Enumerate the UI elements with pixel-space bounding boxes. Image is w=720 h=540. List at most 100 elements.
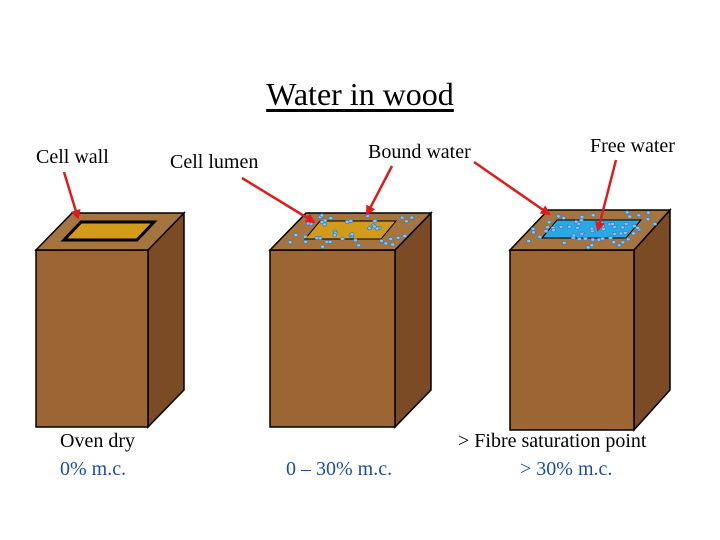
water-droplet (612, 231, 618, 236)
water-droplet (589, 226, 595, 231)
water-droplet (383, 241, 389, 246)
water-droplet (636, 213, 642, 218)
water-droplet (543, 229, 549, 234)
water-droplet (583, 236, 588, 241)
water-droplet (353, 238, 358, 243)
water-droplet (302, 234, 308, 239)
water-droplet (388, 236, 394, 241)
block-oven-dry (34, 211, 186, 429)
water-droplet (618, 231, 624, 236)
water-droplet (600, 224, 605, 229)
water-droplet (340, 236, 345, 241)
water-droplet (610, 221, 615, 226)
water-droplet (379, 238, 384, 243)
block2-bound-water-dots (287, 213, 415, 249)
water-droplet (546, 220, 552, 225)
water-droplet (402, 233, 408, 238)
block-bound-water (268, 211, 433, 429)
water-droplet (624, 210, 630, 215)
water-droplet (537, 234, 543, 239)
water-droplet (526, 239, 532, 244)
water-droplet (585, 245, 591, 250)
water-droplet (328, 216, 334, 221)
block2-front-face (269, 249, 396, 428)
water-droplet (620, 225, 625, 230)
water-droplet (305, 221, 311, 226)
water-droplet (293, 232, 299, 237)
water-droplet (558, 224, 564, 229)
water-droplet (314, 235, 320, 240)
water-droplet (620, 240, 626, 245)
water-droplet (645, 210, 651, 215)
water-droplet (567, 224, 572, 229)
water-droplet (579, 218, 584, 223)
arrow-cell-lumen (241, 176, 316, 224)
water-droplet (622, 230, 628, 235)
block3-bound-water-dots (526, 210, 658, 250)
water-droplet (589, 243, 595, 248)
water-droplet (551, 228, 556, 233)
water-droplet (612, 224, 618, 229)
water-droplet (372, 218, 378, 223)
arrow-free-water-bound (473, 160, 551, 216)
water-droplet (623, 221, 629, 226)
water-droplet (348, 218, 354, 223)
water-droplet (399, 215, 405, 220)
water-droplet (645, 217, 651, 222)
water-droplet (403, 219, 409, 224)
water-droplet (530, 226, 536, 231)
water-droplet (371, 224, 377, 229)
water-droplet (590, 213, 596, 218)
water-droplet (303, 239, 309, 244)
water-droplet (652, 221, 658, 226)
water-droplet (571, 233, 577, 238)
water-droplet (631, 223, 637, 228)
water-droplet (635, 225, 641, 230)
arrow-cell-wall (62, 171, 81, 220)
arrow-bound-water (365, 165, 394, 216)
water-droplet (390, 242, 396, 247)
water-droplet (575, 225, 580, 230)
caption-bound-water-mc: 0 – 30% m.c. (286, 458, 393, 480)
water-droplet (545, 225, 551, 230)
water-droplet (579, 215, 585, 220)
caption-oven-dry: Oven dry (60, 430, 135, 452)
water-droplet (608, 235, 613, 240)
water-droplet (319, 220, 325, 225)
water-droplet (349, 232, 355, 237)
water-droplet (625, 237, 631, 242)
water-droplet (576, 221, 582, 226)
arrow-free-water (595, 159, 618, 232)
water-droplet (320, 244, 326, 249)
label-cell-wall: Cell wall (36, 146, 109, 168)
label-free-water: Free water (590, 135, 675, 157)
water-droplet (531, 230, 536, 235)
label-cell-lumen: Cell lumen (170, 151, 259, 173)
label-bound-water: Bound water (368, 141, 471, 163)
block3-front-face (509, 249, 635, 431)
water-droplet (319, 213, 325, 218)
water-droplet (332, 233, 338, 238)
water-droplet (561, 215, 567, 220)
water-droplet (365, 213, 371, 218)
water-droplet (579, 231, 585, 236)
caption-oven-dry-mc: 0% m.c. (60, 458, 127, 480)
caption-free-water-mc: > 30% m.c. (520, 458, 613, 480)
block1-front-face (35, 249, 149, 428)
water-droplet (561, 240, 567, 245)
water-droplet (409, 215, 415, 220)
water-droplet (395, 235, 401, 240)
water-droplet (596, 237, 602, 242)
water-droplet (627, 214, 633, 219)
water-droplet (616, 243, 622, 248)
water-droplet (631, 231, 636, 236)
water-droplet (367, 226, 372, 231)
water-droplet (576, 236, 582, 241)
water-droplet (356, 243, 362, 248)
water-droplet (590, 237, 596, 242)
caption-fibre-saturation: > Fibre saturation point (458, 430, 647, 452)
water-droplet (556, 214, 561, 219)
block-free-water (508, 208, 672, 432)
water-droplet (287, 240, 293, 245)
